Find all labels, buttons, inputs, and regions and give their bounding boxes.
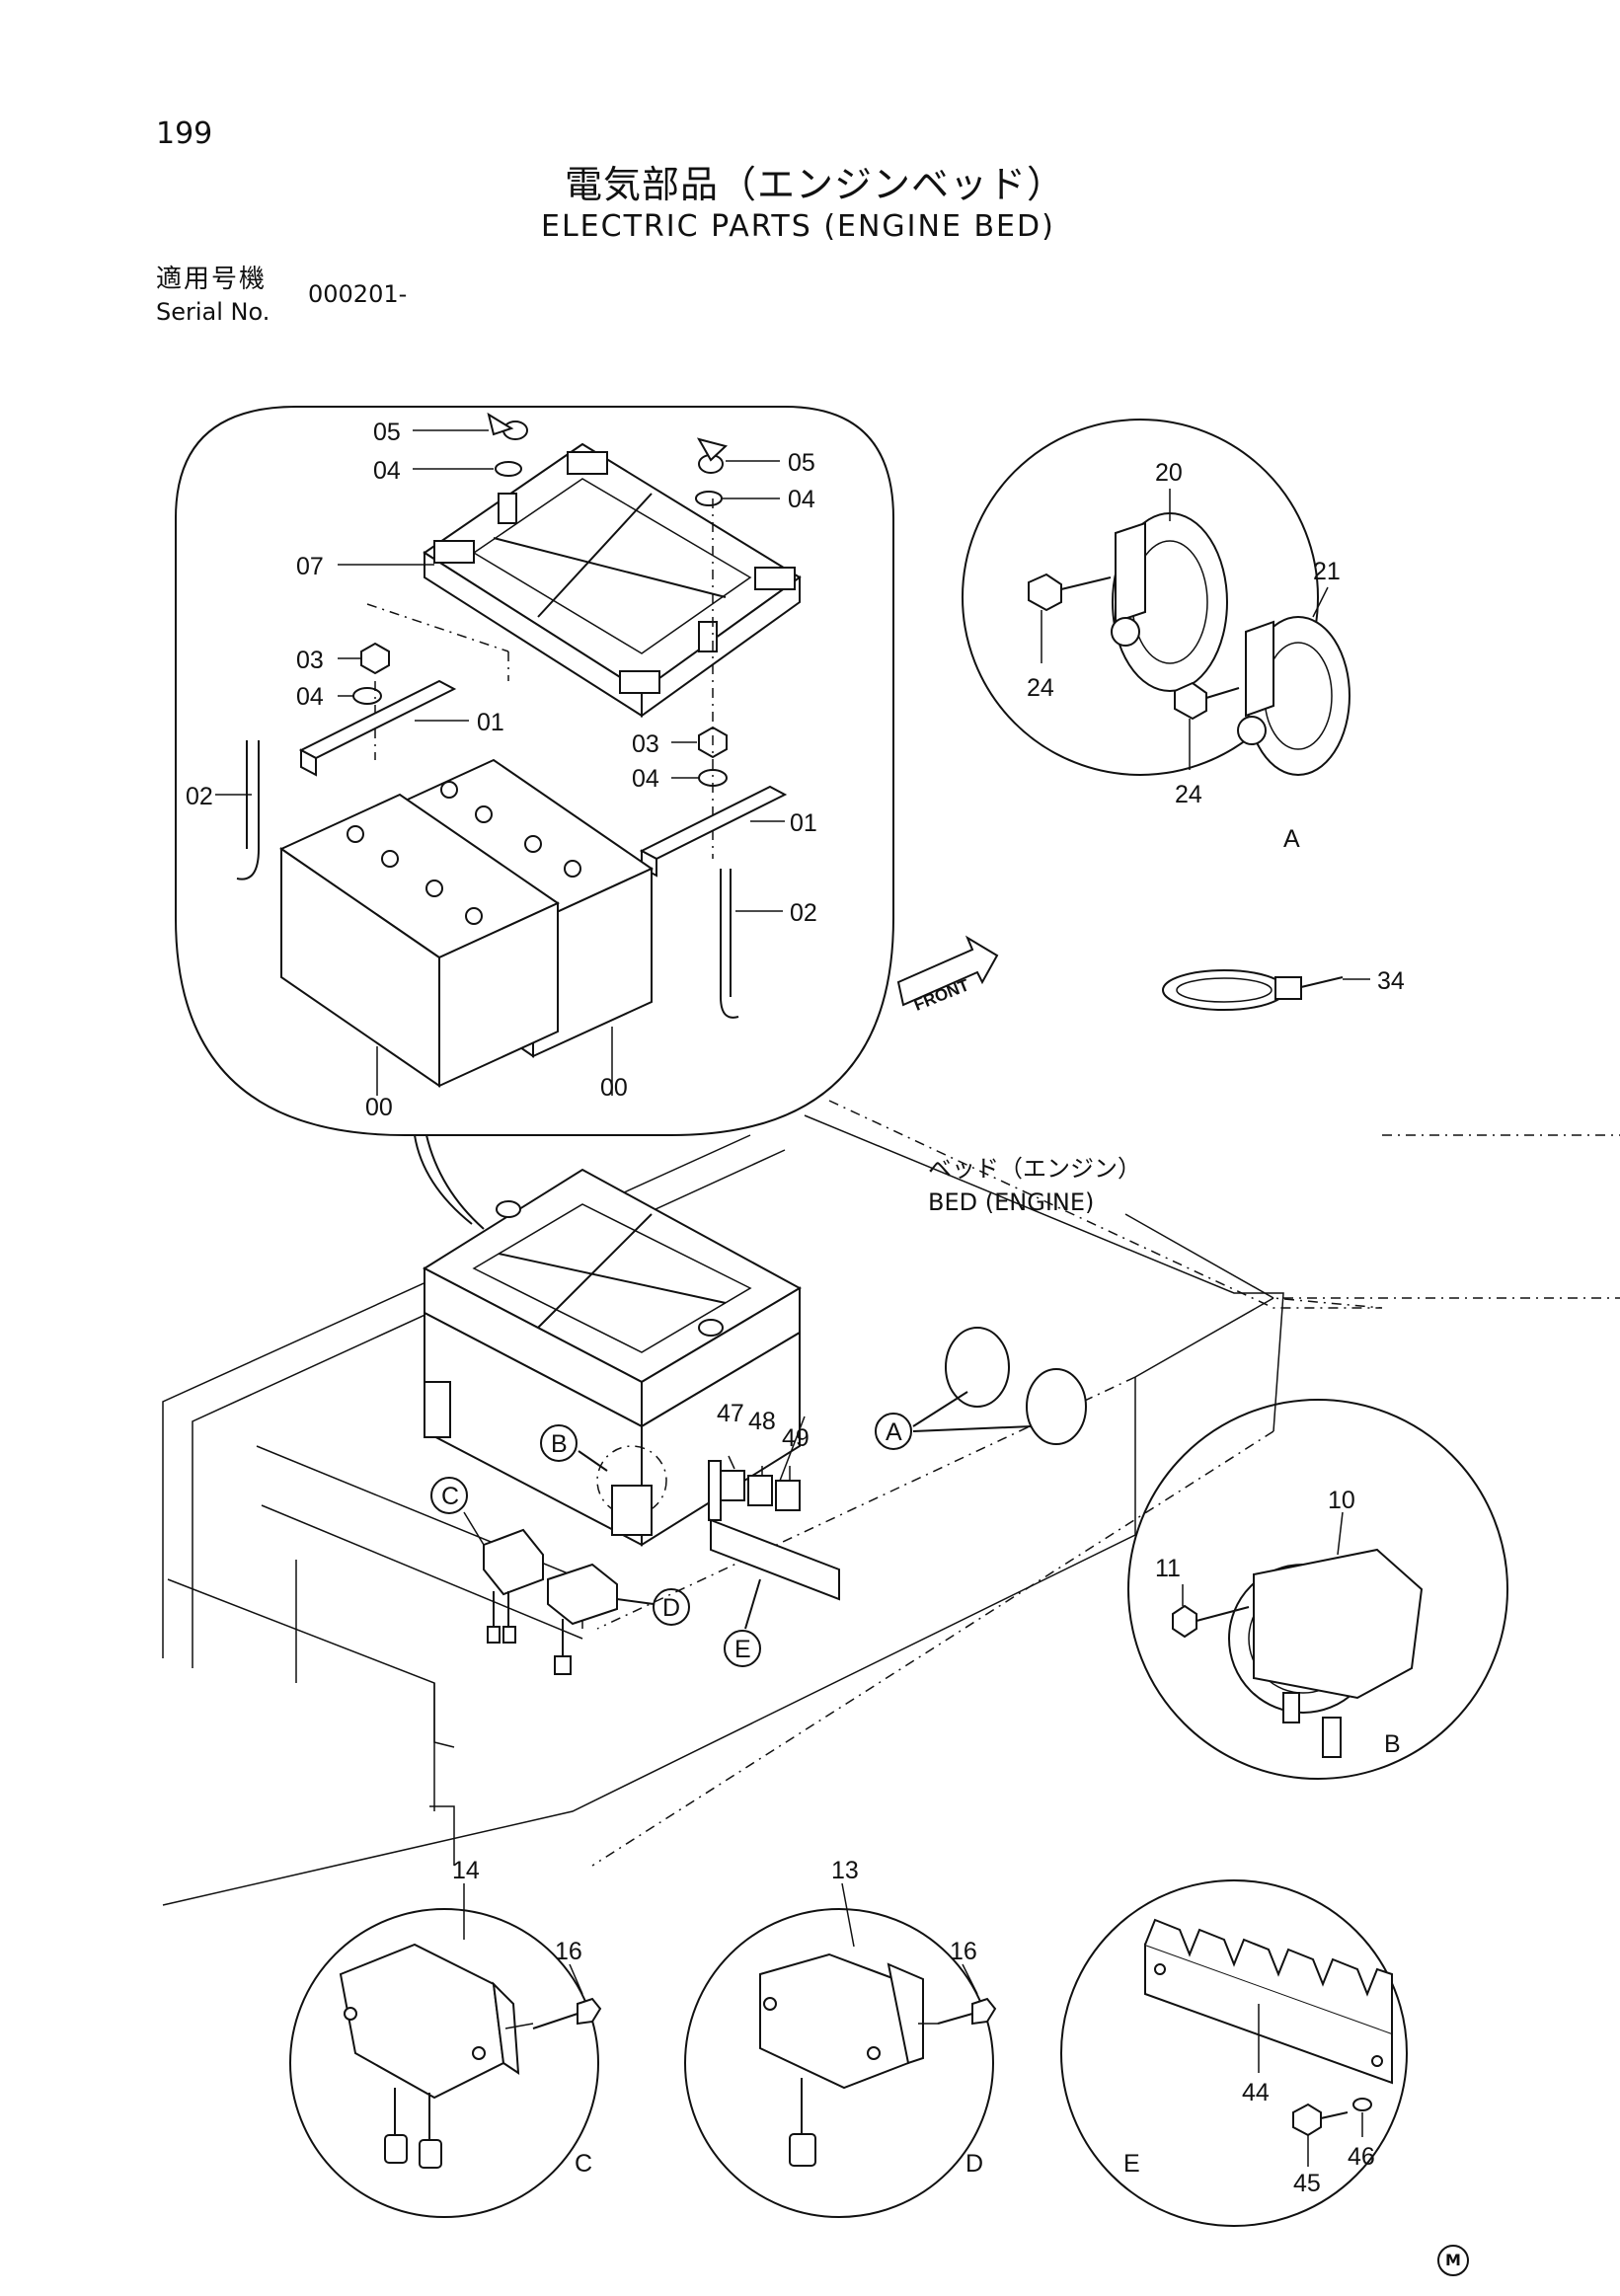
callout-34: 34 — [1377, 967, 1405, 995]
detail-marker-a: A — [875, 1413, 912, 1450]
callout-24-right: 24 — [1175, 781, 1202, 808]
bubble-letter-a: A — [1283, 825, 1300, 853]
callout-02-left: 02 — [186, 783, 213, 810]
page-title-jp: 電気部品（エンジンベッド） — [565, 163, 1066, 206]
callout-11: 11 — [1155, 1555, 1181, 1582]
nut-left — [360, 642, 390, 675]
bracket-left-side — [300, 748, 317, 777]
bubble-letter-b: B — [1384, 1730, 1401, 1758]
callout-21: 21 — [1313, 558, 1341, 585]
callout-00-front: 00 — [365, 1094, 393, 1121]
callout-49: 49 — [782, 1424, 810, 1452]
page-title-en: ELECTRIC PARTS (ENGINE BED) — [541, 209, 1055, 244]
j-bolt-left — [236, 740, 260, 880]
battery-hold-down-frame — [423, 442, 802, 718]
cable-tie — [1162, 969, 1370, 1011]
callout-05-left: 05 — [373, 419, 401, 446]
callout-03-left: 03 — [296, 647, 324, 674]
serial-label-jp: 適用号機 — [156, 265, 268, 294]
callout-47: 47 — [717, 1400, 744, 1427]
wing-nut-left — [487, 412, 528, 440]
j-bolt-right — [720, 869, 739, 1019]
detail-marker-d-label: D — [662, 1594, 680, 1622]
callout-44: 44 — [1242, 2079, 1270, 2106]
bubble-letter-e: E — [1123, 2150, 1140, 2178]
washer-left — [352, 687, 382, 705]
relay-b-on-bed — [578, 1445, 667, 1536]
stud-right — [698, 621, 718, 652]
callout-01-right: 01 — [790, 809, 817, 837]
callout-02-right: 02 — [790, 899, 817, 927]
battery-on-bed — [422, 1168, 803, 1547]
detail-marker-c-label: C — [441, 1483, 459, 1510]
callout-04-lower-left: 04 — [296, 683, 324, 711]
engine-bed — [162, 1100, 1620, 1906]
callout-46: 46 — [1348, 2143, 1375, 2171]
detail-c-bubble — [289, 1883, 602, 2218]
serial-value: 000201- — [308, 280, 408, 308]
page-number: 199 — [156, 116, 213, 151]
battery-terminals — [347, 781, 581, 925]
callout-04-right: 04 — [788, 486, 815, 513]
bracket-right — [639, 785, 788, 861]
callout-04-left: 04 — [373, 457, 401, 485]
callout-16-d: 16 — [950, 1938, 977, 1965]
washer-top-right — [695, 491, 723, 506]
corner-mark: M — [1437, 2245, 1469, 2276]
callout-24-left: 24 — [1027, 674, 1054, 702]
callout-05-right: 05 — [788, 449, 815, 477]
part-d-on-bed — [547, 1563, 655, 1675]
callout-07: 07 — [296, 553, 324, 580]
callout-13: 13 — [831, 1857, 859, 1884]
callout-00-rear: 00 — [600, 1074, 628, 1102]
bubble-letter-c: C — [575, 2150, 592, 2178]
detail-marker-c: C — [430, 1477, 468, 1514]
callout-20: 20 — [1155, 459, 1183, 487]
detail-a-bubble — [962, 419, 1350, 776]
detail-marker-a-label: A — [886, 1418, 902, 1446]
detail-b-bubble — [1127, 1399, 1508, 1780]
callout-01-left: 01 — [477, 709, 504, 736]
serial-label-en: Serial No. — [156, 298, 270, 326]
callout-03-right: 03 — [632, 730, 659, 758]
part-c-on-bed — [463, 1511, 544, 1644]
e-leader-bed — [744, 1578, 761, 1630]
detail-e-bubble — [1060, 1879, 1408, 2227]
callout-10: 10 — [1328, 1487, 1355, 1514]
horns-on-bed — [912, 1327, 1087, 1445]
detail-marker-d: D — [653, 1588, 690, 1626]
wing-nut-right — [696, 437, 729, 474]
callout-04-lower-right: 04 — [632, 765, 659, 793]
battery-leaders — [215, 429, 785, 1096]
detail-marker-e: E — [724, 1630, 761, 1667]
callout-45: 45 — [1293, 2170, 1321, 2197]
bubble-letter-d: D — [965, 2150, 983, 2178]
detail-marker-b: B — [540, 1424, 578, 1462]
callout-48: 48 — [748, 1408, 776, 1435]
front-arrow — [896, 935, 999, 1007]
detail-d-bubble — [684, 1882, 997, 2218]
bed-label-jp: ベッド（エンジン） — [928, 1155, 1141, 1183]
callout-16-c: 16 — [555, 1938, 582, 1965]
bed-label-leader — [1124, 1213, 1274, 1299]
relays-47-48-49 — [708, 1416, 806, 1521]
battery-detail-bubble — [175, 406, 894, 1230]
fuse-plate-on-bed — [710, 1518, 840, 1601]
bed-label-en: BED (ENGINE) — [928, 1188, 1094, 1216]
detail-marker-b-label: B — [551, 1430, 568, 1458]
stud-left — [498, 493, 517, 524]
washer-top-left — [495, 461, 522, 477]
callout-14: 14 — [452, 1857, 480, 1884]
detail-marker-e-label: E — [734, 1636, 751, 1663]
